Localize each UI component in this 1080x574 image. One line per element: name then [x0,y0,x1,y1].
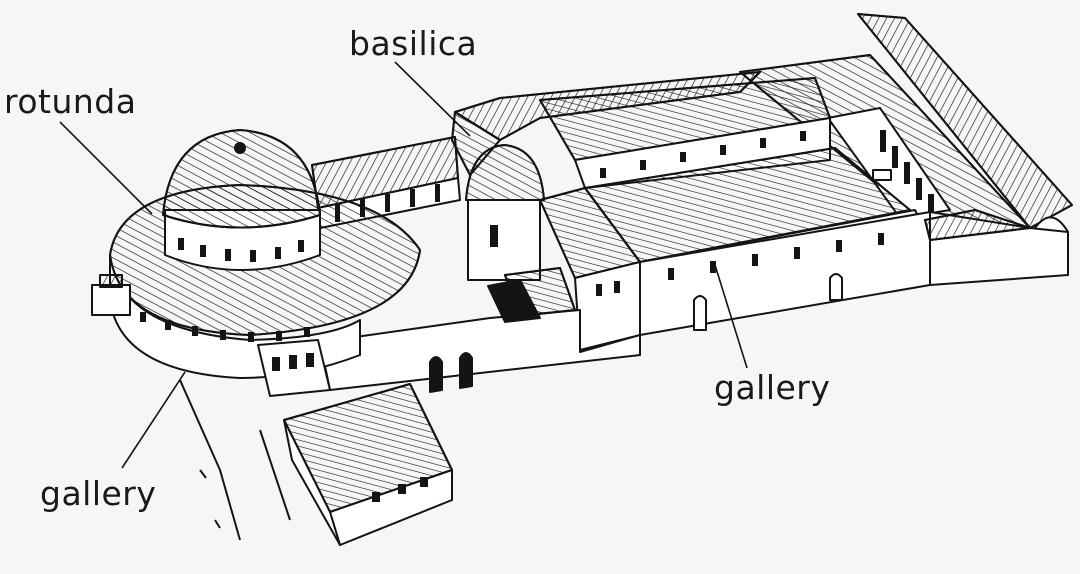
basilica-small-dome [465,144,545,281]
basilica-aisle [539,187,931,351]
leader-basilica [394,61,471,137]
front-annex [283,383,453,546]
label-gallery-left: gallery [40,474,157,513]
basilica-back-roof [451,71,761,176]
label-basilica: basilica [349,24,478,63]
front-narthex [257,339,331,397]
leader-rotunda [59,121,153,215]
front-wall [319,267,641,393]
leader-gallery-left [121,371,186,469]
east-wall [924,209,1069,286]
rotunda-annex [91,274,131,316]
basilica-roof [539,77,911,263]
rotunda-dome [162,129,321,229]
terrain [179,379,291,541]
right-colonnade [827,107,951,219]
leader-gallery-right [714,264,748,369]
label-gallery-right: gallery [714,368,831,407]
label-rotunda: rotunda [4,82,137,121]
